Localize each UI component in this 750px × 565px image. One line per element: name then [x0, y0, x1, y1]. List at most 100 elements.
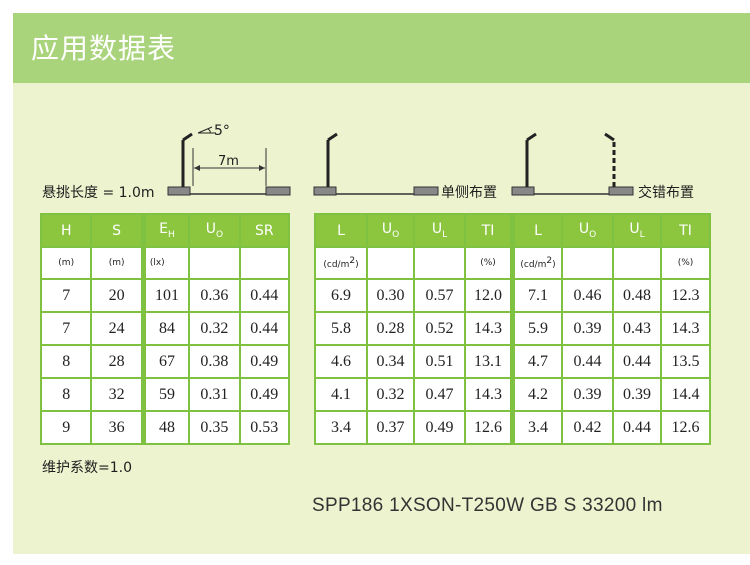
cell: 0.30 [368, 280, 413, 311]
cell-h: 8 [42, 379, 91, 410]
cell: 0.47 [415, 379, 464, 410]
single-sided-label: 单侧布置 [441, 185, 497, 201]
col-header-ul-staggered: UL [614, 215, 660, 246]
cell-eh: 101 [142, 280, 189, 311]
cell: 0.44 [614, 346, 660, 377]
cell: 0.43 [614, 313, 660, 344]
cell: 5.9 [512, 313, 561, 344]
cell: 4.6 [316, 346, 366, 377]
cell: 6.9 [316, 280, 366, 311]
cell-sr: 0.44 [240, 280, 288, 311]
cell-uo: 0.32 [190, 313, 239, 344]
unit-cell: (%) [662, 248, 709, 278]
cell-h: 9 [42, 412, 91, 443]
cell: 12.3 [662, 280, 709, 311]
col-header-uo-single: UO [368, 215, 413, 246]
cell: 0.44 [563, 346, 612, 377]
left-unit-row: (m) (m) (lx) [42, 248, 288, 278]
cell: 0.49 [415, 412, 464, 443]
staggered-label: 交错布置 [638, 185, 694, 201]
cell-sr: 0.49 [240, 346, 288, 377]
cell: 3.4 [316, 412, 366, 443]
table-row: 9 36 48 0.35 0.53 [42, 412, 288, 443]
col-header-s: S [92, 215, 141, 246]
col-header-ti-single: TI [466, 215, 510, 246]
table-row: 6.9 0.30 0.57 12.0 7.1 0.46 0.48 12.3 [316, 280, 709, 311]
unit-cell: (m) [42, 248, 91, 278]
unit-cell [368, 248, 413, 278]
cell-h: 8 [42, 346, 91, 377]
cell-h: 7 [42, 280, 91, 311]
cell: 3.4 [512, 412, 561, 443]
unit-cell: (cd/m2) [316, 248, 366, 278]
table-row: 5.8 0.28 0.52 14.3 5.9 0.39 0.43 14.3 [316, 313, 709, 344]
table-row: 8 32 59 0.31 0.49 [42, 379, 288, 410]
col-header-l-staggered: L [512, 215, 561, 246]
cell: 0.51 [415, 346, 464, 377]
page-title: 应用数据表 [31, 32, 177, 65]
table-row: 7 20 101 0.36 0.44 [42, 280, 288, 311]
cell: 0.52 [415, 313, 464, 344]
table-row: 4.6 0.34 0.51 13.1 4.7 0.44 0.44 13.5 [316, 346, 709, 377]
col-header-ul-single: UL [415, 215, 464, 246]
cell: 0.39 [563, 379, 612, 410]
product-model-line: SPP186 1XSON-T250W GB S 33200 lm [312, 495, 663, 516]
cell: 0.46 [563, 280, 612, 311]
cell-h: 7 [42, 313, 91, 344]
cell: 0.48 [614, 280, 660, 311]
cell: 7.1 [512, 280, 561, 311]
col-header-sr: SR [240, 215, 288, 246]
unit-cell: (lx) [142, 248, 189, 278]
col-header-uo: UO [190, 215, 239, 246]
cell: 4.1 [316, 379, 366, 410]
cell-eh: 67 [142, 346, 189, 377]
left-header-row: H S EH UO SR [42, 215, 288, 246]
cell: 0.32 [368, 379, 413, 410]
cell: 12.6 [662, 412, 709, 443]
cell: 0.39 [614, 379, 660, 410]
cell: 13.5 [662, 346, 709, 377]
unit-cell [415, 248, 464, 278]
cell-s: 36 [92, 412, 141, 443]
col-header-ti-staggered: TI [662, 215, 709, 246]
cell: 12.6 [466, 412, 510, 443]
right-header-row: L UO UL TI L UO UL TI [316, 215, 709, 246]
table-row: 8 28 67 0.38 0.49 [42, 346, 288, 377]
cell: 0.39 [563, 313, 612, 344]
maintenance-factor-label: 维护系数=1.0 [42, 460, 132, 476]
col-header-h: H [42, 215, 91, 246]
cell: 12.0 [466, 280, 510, 311]
unit-cell: (m) [92, 248, 141, 278]
cell: 14.3 [662, 313, 709, 344]
table-row: 3.4 0.37 0.49 12.6 3.4 0.42 0.44 12.6 [316, 412, 709, 443]
unit-cell [563, 248, 612, 278]
cell: 0.34 [368, 346, 413, 377]
cell: 14.4 [662, 379, 709, 410]
col-header-uo-staggered: UO [563, 215, 612, 246]
cell-s: 28 [92, 346, 141, 377]
cell-s: 24 [92, 313, 141, 344]
cell: 4.7 [512, 346, 561, 377]
cell: 13.1 [466, 346, 510, 377]
unit-cell [240, 248, 288, 278]
distance-label: 7m [218, 154, 239, 169]
cell: 4.2 [512, 379, 561, 410]
cell-sr: 0.53 [240, 412, 288, 443]
cell-sr: 0.44 [240, 313, 288, 344]
cell-uo: 0.38 [190, 346, 239, 377]
cell: 14.3 [466, 379, 510, 410]
overhang-label: 悬挑长度 = 1.0m [42, 185, 155, 201]
col-header-l-single: L [316, 215, 366, 246]
unit-cell: (%) [466, 248, 510, 278]
cell: 5.8 [316, 313, 366, 344]
cell: 0.57 [415, 280, 464, 311]
cell-s: 32 [92, 379, 141, 410]
cell: 0.28 [368, 313, 413, 344]
unit-cell: (cd/m2) [512, 248, 561, 278]
cell-s: 20 [92, 280, 141, 311]
cell: 0.44 [614, 412, 660, 443]
cell-eh: 48 [142, 412, 189, 443]
right-unit-row: (cd/m2) (%) (cd/m2) (%) [316, 248, 709, 278]
cell-sr: 0.49 [240, 379, 288, 410]
cell-uo: 0.36 [190, 280, 239, 311]
